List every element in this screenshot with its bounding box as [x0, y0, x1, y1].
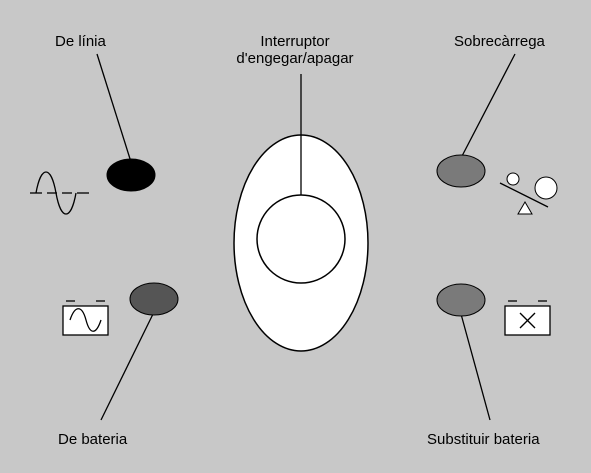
scale-overload-icon	[499, 172, 558, 215]
power-switch-label: Interruptor d'engegar/apagar	[205, 33, 385, 67]
battery-x-icon	[504, 300, 551, 336]
replace-battery-led	[436, 283, 486, 317]
battery-led	[129, 282, 179, 316]
leader-line-battery-led	[100, 311, 155, 421]
sine-wave-icon	[30, 171, 89, 215]
overload-label: Sobrecàrrega	[454, 33, 545, 50]
leader-line-overload-led	[460, 53, 516, 159]
leader-line-replace-led	[460, 313, 491, 421]
replace-battery-label: Substituir bateria	[427, 431, 540, 448]
overload-led	[436, 154, 486, 188]
battery-power-label: De bateria	[58, 431, 128, 448]
battery-sine-icon	[62, 300, 109, 336]
leader-line-line-led	[96, 53, 132, 163]
power-switch-label-line2: d'engegar/apagar	[236, 50, 354, 67]
power-switch-label-line1: Interruptor	[260, 33, 330, 50]
line-power-label: De línia	[55, 33, 106, 50]
power-switch-button[interactable]	[256, 194, 346, 284]
line-led	[106, 158, 156, 192]
